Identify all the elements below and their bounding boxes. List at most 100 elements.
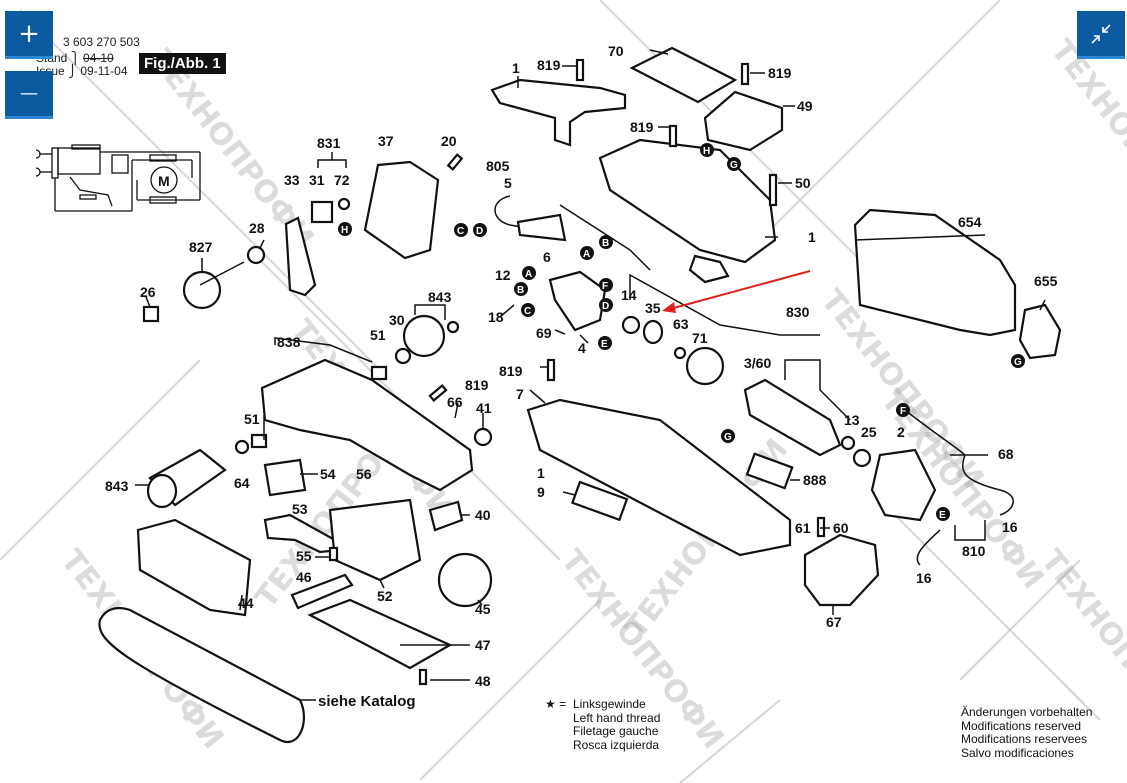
part-number-label: 60	[833, 520, 849, 536]
diagram-stroke	[896, 403, 910, 417]
plus-icon: +	[18, 18, 40, 49]
part-number-label: E	[601, 339, 608, 350]
part-number-label: 16	[1002, 519, 1018, 535]
diagram-stroke	[554, 329, 566, 335]
part-number-label: 68	[998, 446, 1014, 462]
part-number-label: 46	[296, 569, 312, 585]
diagram-stroke	[150, 166, 178, 194]
part-number-label: 50	[795, 175, 811, 191]
part-nut-star	[446, 320, 460, 334]
part-bearing-13	[840, 435, 856, 451]
part-armature-3-60	[743, 378, 842, 457]
diagram-stroke	[599, 278, 613, 292]
part-cover-70	[629, 46, 738, 104]
part-cap-67	[803, 533, 880, 607]
part-number-label: 1	[808, 229, 816, 245]
part-bearing-28	[246, 245, 266, 265]
part-number-label: D	[602, 301, 609, 312]
part-number-label: 819	[768, 65, 792, 81]
part-stator-2	[870, 448, 937, 522]
part-cowl-37	[363, 160, 440, 260]
diagram-stroke	[146, 473, 178, 509]
issue-value: 09-11-04	[80, 64, 128, 78]
screw-819	[740, 62, 750, 86]
diagram-stroke	[145, 296, 151, 308]
zoom-out-button[interactable]: —	[5, 71, 53, 119]
screw-55	[328, 546, 339, 562]
part-frame-838	[260, 358, 474, 492]
part-dustbox-654	[853, 208, 1017, 337]
part-number-label: 64	[234, 475, 250, 491]
diagram-stroke	[317, 159, 347, 168]
diagram-stroke	[562, 491, 576, 496]
exit-fullscreen-button[interactable]	[1077, 11, 1125, 59]
diagram-stroke	[111, 154, 129, 174]
part-number-label: 54	[320, 466, 336, 482]
legend-symbol: ★ =	[545, 697, 567, 711]
figure-label: Fig./Abb. 1	[139, 53, 226, 74]
part-number-label: 819	[537, 57, 561, 73]
part-number-label: F	[900, 406, 906, 417]
zoom-in-button[interactable]: +	[5, 11, 53, 59]
part-number-label: 55	[296, 548, 312, 564]
connector-g: G	[1011, 354, 1025, 368]
diagram-stroke	[199, 261, 245, 286]
part-bushing-51b	[250, 433, 268, 449]
part-number-label: 2	[897, 424, 905, 440]
connector-c: C	[454, 223, 468, 237]
notice-line: Modifications reservees	[961, 732, 1088, 746]
part-number-label: B	[602, 238, 609, 249]
part-number-label: G	[1014, 357, 1022, 368]
connector-markers: H G H C D B A A B C F D E G F E G	[338, 143, 1025, 521]
part-belt-33	[284, 216, 317, 297]
connector-f: F	[896, 403, 910, 417]
part-number-label: 810	[962, 543, 986, 559]
screw-20	[446, 153, 464, 171]
diagram-stroke	[879, 499, 1101, 721]
part-number-label: 40	[475, 507, 491, 523]
part-number-label: 67	[826, 614, 842, 630]
part-bushing-51	[370, 365, 388, 381]
diagram-stroke	[580, 246, 594, 260]
part-number-label: 3/60	[744, 355, 771, 371]
part-number-label: H	[703, 146, 710, 157]
part-number-label: 30	[389, 312, 405, 328]
diagram-stroke	[454, 402, 459, 419]
screw-819	[575, 58, 585, 82]
diagram-stroke	[739, 0, 1001, 261]
connector-g: G	[727, 157, 741, 171]
screw-48	[418, 668, 428, 686]
diagram-stroke	[149, 154, 177, 162]
part-plate-47	[307, 598, 453, 670]
diagram-stroke	[379, 579, 385, 589]
connector-d: D	[599, 298, 613, 312]
part-number-label: 70	[608, 43, 624, 59]
part-number-labels: 1 819 70 819 49 819 805 5 6 50 1 12 831 …	[105, 43, 1058, 689]
part-number-label: 41	[476, 400, 492, 416]
part-washer-72	[337, 197, 351, 211]
connector-e: E	[936, 507, 950, 521]
part-housing-lower	[526, 398, 792, 557]
part-number-label: 71	[692, 330, 708, 346]
part-number-label: 44	[238, 595, 254, 611]
notice-line: Salvo modificaciones	[961, 745, 1074, 760]
part-number-label: 16	[916, 570, 932, 586]
diagram-stroke	[338, 222, 352, 236]
part-number-label: 52	[377, 588, 393, 604]
diagram-stroke	[662, 302, 676, 313]
part-number-label: 1	[512, 60, 520, 76]
part-roller-45	[437, 552, 493, 608]
part-number-label: B	[517, 285, 524, 296]
diagram-stroke	[521, 303, 535, 317]
diagram-stroke	[79, 194, 97, 200]
part-number-label: 5	[504, 175, 512, 191]
part-number-label: 33	[284, 172, 300, 188]
part-number-label: 843	[428, 289, 452, 305]
part-pulley-31	[310, 200, 334, 224]
connector-g: G	[721, 429, 735, 443]
diagram-stroke	[854, 234, 986, 241]
part-washer-30	[394, 347, 412, 365]
part-number-label: C	[524, 306, 531, 317]
part-number-label: C	[457, 226, 464, 237]
